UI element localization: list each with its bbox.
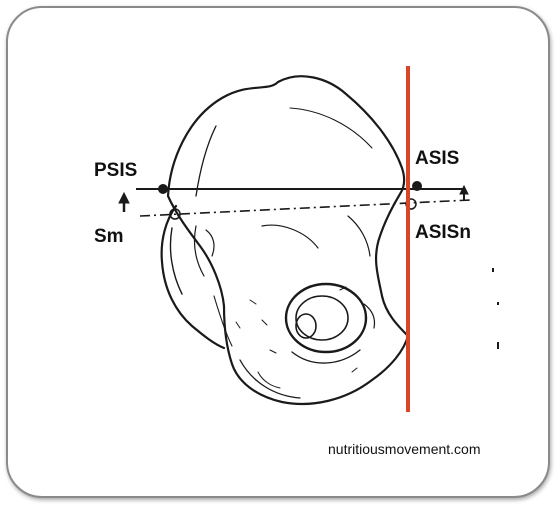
asis-label: ASIS xyxy=(415,148,459,169)
watermark-credit: nutritiousmovement.com xyxy=(328,441,481,457)
asis-point xyxy=(412,181,422,191)
psis-point xyxy=(158,184,168,194)
sm-asisn-line xyxy=(140,200,470,216)
posterior-detail xyxy=(170,228,182,294)
left-arrow-icon xyxy=(119,193,129,212)
psis-label: PSIS xyxy=(94,160,137,181)
asisn-label: ASISn xyxy=(415,222,471,243)
ilium-outline xyxy=(168,76,408,404)
pelvis-bone xyxy=(162,76,408,404)
sm-label: Sm xyxy=(94,226,124,247)
posterior-edge xyxy=(162,206,224,348)
